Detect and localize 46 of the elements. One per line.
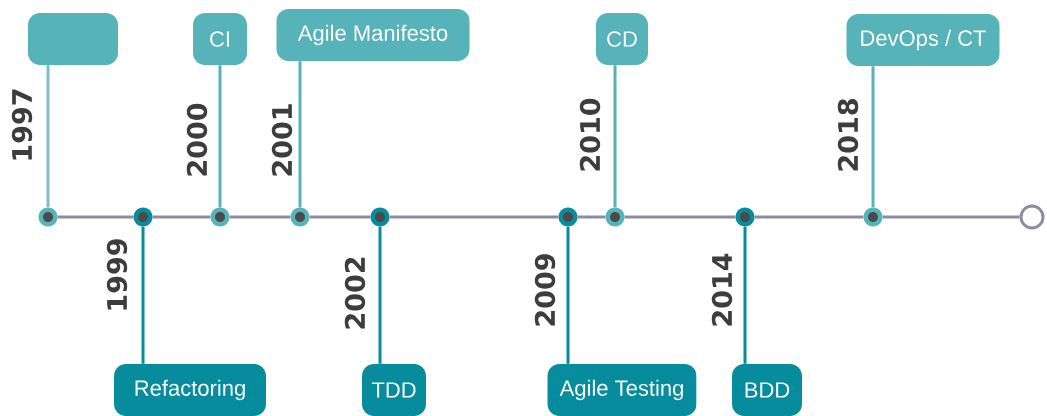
year-label: 2010	[579, 98, 601, 171]
timeline-dot	[735, 207, 755, 227]
event-box: BDD	[732, 364, 802, 416]
event-box: CI	[193, 13, 247, 65]
stem-line	[141, 226, 145, 364]
timeline-dot	[558, 207, 578, 227]
timeline-dot	[133, 207, 153, 227]
timeline-line	[882, 215, 1020, 219]
timeline-dot	[605, 207, 625, 227]
year-label: 2018	[837, 99, 859, 171]
timeline-dot	[863, 207, 883, 227]
end-circle	[1019, 204, 1045, 230]
timeline-line	[57, 215, 134, 219]
year-label: 2001	[271, 104, 293, 176]
year-label: 2009	[534, 254, 556, 326]
year-label: 1999	[106, 239, 128, 310]
stem-line	[218, 65, 222, 208]
timeline-dot	[210, 207, 230, 227]
event-box: TDD	[362, 364, 426, 416]
stem-line	[298, 61, 302, 208]
year-label: 2014	[711, 253, 733, 326]
event-box: DevOps / CT	[846, 14, 1000, 66]
event-box: Refactoring	[114, 364, 266, 416]
stem-line	[46, 65, 50, 208]
event-box: Agile Manifesto	[276, 9, 470, 61]
timeline-line	[309, 215, 371, 219]
stem-line	[871, 66, 875, 208]
stem-line	[743, 226, 747, 364]
event-box: Agile Testing	[547, 364, 697, 416]
timeline-line	[624, 215, 736, 219]
timeline-line	[754, 215, 864, 219]
event-box: CD	[596, 13, 648, 65]
stem-line	[378, 226, 382, 364]
timeline-dot	[290, 207, 310, 227]
year-label: 2002	[344, 257, 366, 329]
year-label: 1997	[11, 89, 33, 160]
timeline-line	[389, 215, 559, 219]
stem-line	[613, 65, 617, 208]
stem-line	[566, 226, 570, 364]
timeline-line	[577, 215, 606, 219]
year-label: 2000	[186, 103, 208, 176]
timeline-line	[229, 215, 291, 219]
timeline-dot	[38, 207, 58, 227]
timeline-line	[152, 215, 211, 219]
timeline-dot	[370, 207, 390, 227]
event-box	[28, 13, 118, 65]
